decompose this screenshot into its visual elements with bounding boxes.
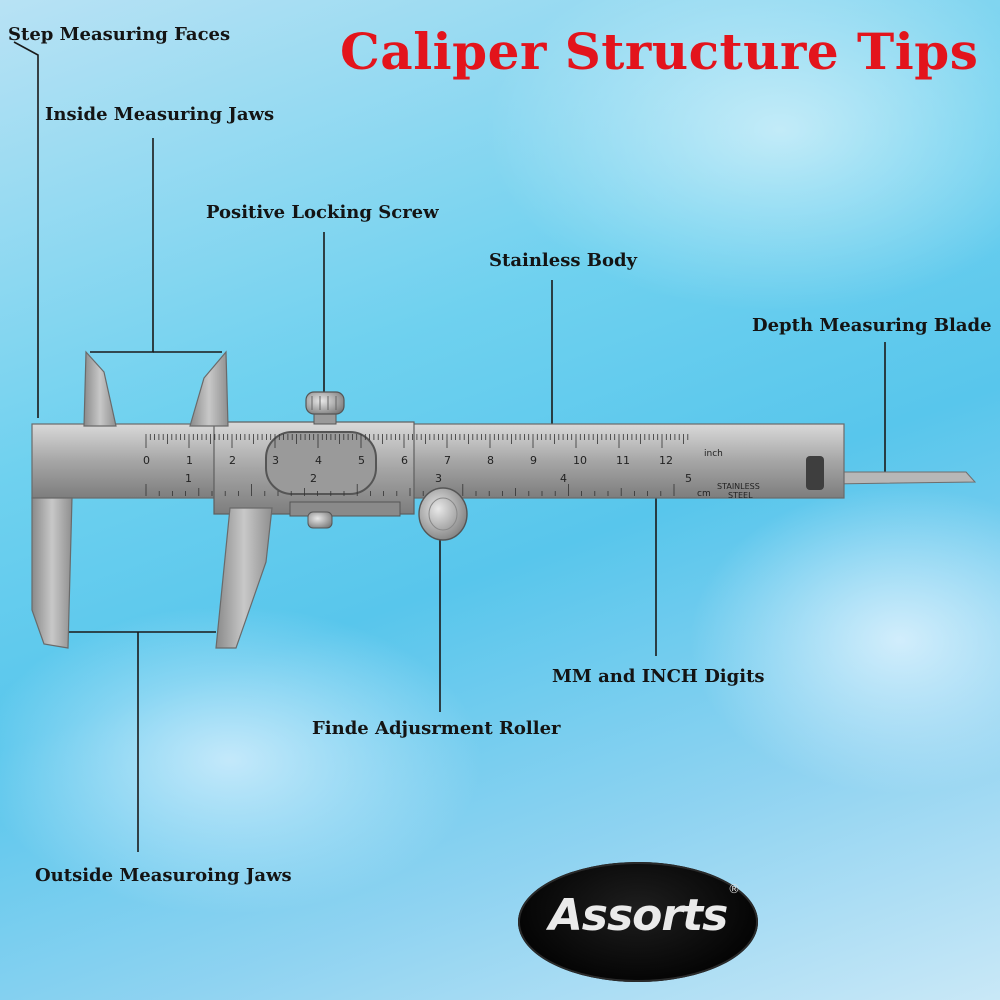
mm-number: 11 (616, 454, 630, 467)
label-step-measuring-faces: Step Measuring Faces (8, 24, 231, 45)
leader-lines (13, 41, 886, 852)
inch-number: 1 (185, 472, 192, 485)
cm-label: cm (697, 489, 711, 499)
leader-inside-jaws (90, 138, 154, 353)
assorts-logo: Assorts ® (518, 862, 758, 982)
inch-number: 4 (560, 472, 567, 485)
mm-number: 4 (315, 454, 322, 467)
leader-step-faces (13, 41, 39, 418)
mm-number: 0 (143, 454, 150, 467)
bottom-screw (307, 511, 333, 529)
label-inside-measuring-jaws: Inside Measuring Jaws (45, 104, 275, 125)
page-title: Caliper Structure Tips (340, 22, 979, 81)
logo-text: Assorts (548, 890, 729, 941)
mm-number: 7 (444, 454, 451, 467)
fixed-outside-jaw (31, 497, 73, 649)
mm-number: 6 (401, 454, 408, 467)
mm-number: 2 (229, 454, 236, 467)
mm-number: 5 (358, 454, 365, 467)
mm-number: 8 (487, 454, 494, 467)
label-outside-measuring-jaws: Outside Measuroing Jaws (35, 865, 292, 886)
fixed-inside-jaw (83, 350, 117, 427)
movable-inside-jaw (189, 350, 229, 427)
movable-outside-jaw (215, 507, 273, 649)
mm-number: 9 (530, 454, 537, 467)
label-depth-measuring-blade: Depth Measuring Blade (752, 315, 992, 336)
stainless-line1: STAINLESS (717, 482, 760, 491)
mm-number: 10 (573, 454, 587, 467)
inch-number: 3 (435, 472, 442, 485)
registered-mark: ® (728, 882, 740, 896)
inch-number: 2 (310, 472, 317, 485)
vernier-window (265, 431, 377, 495)
inch-label: inch (704, 449, 723, 459)
mm-number: 1 (186, 454, 193, 467)
fine-adjustment-roller[interactable] (418, 487, 468, 541)
vernier-slider[interactable] (189, 350, 415, 649)
inch-number: 5 (685, 472, 692, 485)
mm-number: 3 (272, 454, 279, 467)
positive-locking-screw[interactable] (305, 391, 345, 425)
depth-blade (829, 471, 977, 485)
mm-number: 12 (659, 454, 673, 467)
label-mm-inch-digits: MM and INCH Digits (552, 666, 765, 687)
label-stainless-body: Stainless Body (489, 250, 637, 271)
label-fine-adjustment-roller: Finde Adjusrment Roller (312, 718, 561, 739)
stainless-line2: STEEL (728, 491, 753, 500)
beam-slot (806, 456, 824, 490)
label-positive-locking-screw: Positive Locking Screw (206, 202, 439, 223)
